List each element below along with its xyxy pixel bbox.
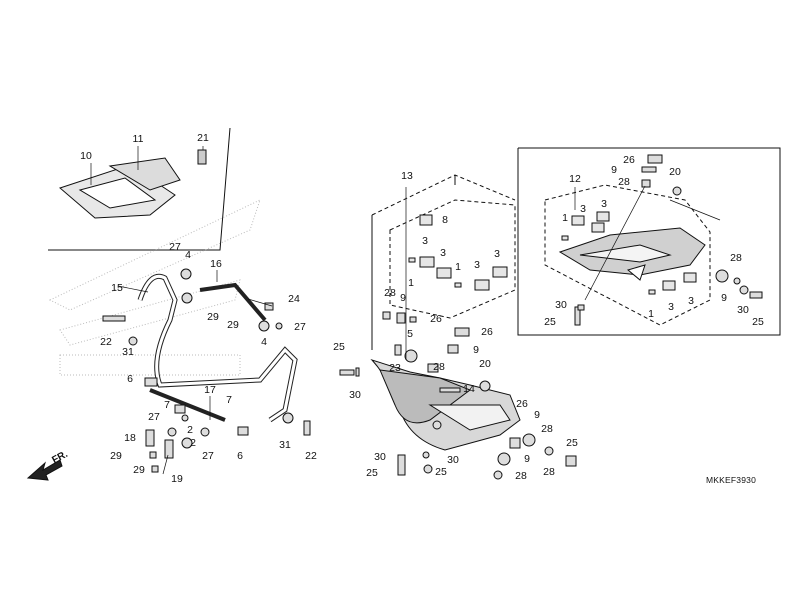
callout-2: 2 bbox=[187, 424, 193, 436]
callout-28: 28 bbox=[384, 287, 396, 299]
callout-29: 29 bbox=[207, 311, 219, 323]
callout-9: 9 bbox=[611, 164, 617, 176]
callout-28: 28 bbox=[618, 176, 630, 188]
callout-28: 28 bbox=[543, 466, 555, 478]
callout-27: 27 bbox=[294, 321, 306, 333]
callout-14: 14 bbox=[463, 383, 475, 395]
plate-panel-frame bbox=[48, 127, 231, 251]
callout-19: 19 bbox=[171, 473, 183, 485]
callout-20: 20 bbox=[479, 358, 491, 370]
callout-25: 25 bbox=[435, 466, 447, 478]
engine-guard-left bbox=[137, 273, 298, 423]
detail-pads bbox=[561, 211, 697, 295]
callout-3: 3 bbox=[422, 235, 428, 247]
detail-skid-plate bbox=[558, 227, 706, 281]
callout-25: 25 bbox=[544, 316, 556, 328]
callout-25: 25 bbox=[333, 341, 345, 353]
detail-hardware bbox=[574, 154, 763, 326]
license-plate-bracket bbox=[59, 157, 181, 219]
callout-28: 28 bbox=[541, 423, 553, 435]
callout-16: 16 bbox=[210, 258, 222, 270]
callout-6: 6 bbox=[237, 450, 243, 462]
callout-9: 9 bbox=[534, 409, 540, 421]
callout-3: 3 bbox=[474, 259, 480, 271]
callout-22: 22 bbox=[305, 450, 317, 462]
callout-1: 1 bbox=[562, 212, 568, 224]
skid-plate-pads bbox=[408, 214, 508, 291]
callout-27: 27 bbox=[148, 411, 160, 423]
callout-15: 15 bbox=[111, 282, 123, 294]
callout-3: 3 bbox=[440, 247, 446, 259]
callout-30: 30 bbox=[374, 451, 386, 463]
callout-10: 10 bbox=[80, 150, 92, 162]
callout-28: 28 bbox=[433, 361, 445, 373]
callout-30: 30 bbox=[349, 389, 361, 401]
callout-28: 28 bbox=[515, 470, 527, 482]
callout-5: 5 bbox=[407, 328, 413, 340]
callout-12: 12 bbox=[569, 173, 581, 185]
callout-26: 26 bbox=[481, 326, 493, 338]
callout-20: 20 bbox=[669, 166, 681, 178]
callout-25: 25 bbox=[366, 467, 378, 479]
callout-31: 31 bbox=[122, 346, 134, 358]
diagram-code: MKKEF3930 bbox=[706, 475, 756, 485]
callout-29: 29 bbox=[110, 450, 122, 462]
callout-31: 31 bbox=[279, 439, 291, 451]
callout-9: 9 bbox=[721, 292, 727, 304]
callout-29: 29 bbox=[227, 319, 239, 331]
callout-27: 27 bbox=[202, 450, 214, 462]
skid-plate-hardware bbox=[339, 311, 577, 480]
callout-1: 1 bbox=[408, 277, 414, 289]
callout-18: 18 bbox=[124, 432, 136, 444]
callout-1: 1 bbox=[648, 308, 654, 320]
callout-9: 9 bbox=[524, 453, 530, 465]
callout-21: 21 bbox=[197, 132, 209, 144]
callout-7: 7 bbox=[164, 399, 170, 411]
callout-8: 8 bbox=[442, 214, 448, 226]
callout-4: 4 bbox=[185, 249, 191, 261]
callout-2: 2 bbox=[190, 437, 196, 449]
callout-23: 23 bbox=[389, 362, 401, 374]
callout-11: 11 bbox=[132, 133, 144, 145]
callout-4: 4 bbox=[261, 336, 267, 348]
honda-wing-logo bbox=[48, 199, 261, 376]
callout-25: 25 bbox=[566, 437, 578, 449]
callout-3: 3 bbox=[494, 248, 500, 260]
callout-30: 30 bbox=[447, 454, 459, 466]
callout-26: 26 bbox=[623, 154, 635, 166]
callout-26: 26 bbox=[516, 398, 528, 410]
callout-26: 26 bbox=[430, 313, 442, 325]
callout-27: 27 bbox=[169, 241, 181, 253]
bolt-21 bbox=[197, 149, 207, 165]
detail-box bbox=[517, 147, 781, 336]
callout-9: 9 bbox=[400, 292, 406, 304]
small-hardware-left bbox=[102, 268, 311, 473]
callout-6: 6 bbox=[127, 373, 133, 385]
callout-13: 13 bbox=[401, 170, 413, 182]
skid-plate-group-frame bbox=[371, 174, 516, 350]
callout-1: 1 bbox=[455, 261, 461, 273]
callout-22: 22 bbox=[100, 336, 112, 348]
leader-lines bbox=[90, 146, 721, 475]
callout-9: 9 bbox=[473, 344, 479, 356]
callout-25: 25 bbox=[752, 316, 764, 328]
callout-30: 30 bbox=[737, 304, 749, 316]
callout-28: 28 bbox=[730, 252, 742, 264]
callout-7: 7 bbox=[226, 394, 232, 406]
callout-29: 29 bbox=[133, 464, 145, 476]
callout-3: 3 bbox=[688, 295, 694, 307]
callout-3: 3 bbox=[668, 301, 674, 313]
callout-24: 24 bbox=[288, 293, 300, 305]
callout-30: 30 bbox=[555, 299, 567, 311]
front-direction-arrow bbox=[26, 459, 63, 481]
callout-3: 3 bbox=[601, 198, 607, 210]
callout-3: 3 bbox=[580, 203, 586, 215]
callout-17: 17 bbox=[204, 384, 216, 396]
skid-plate-main bbox=[370, 358, 521, 451]
